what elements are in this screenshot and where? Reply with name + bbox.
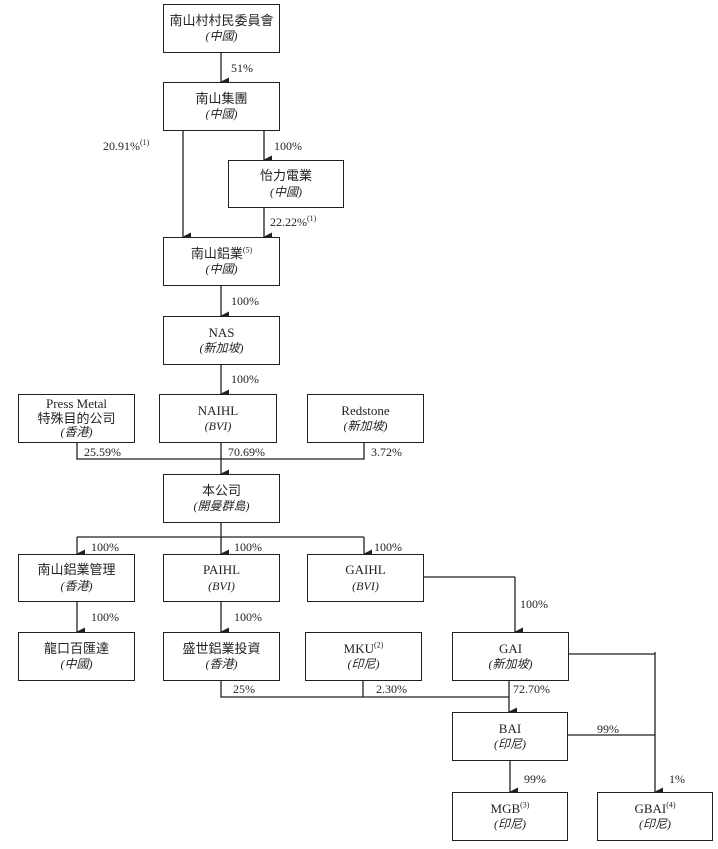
entity-name-wrap: GBAI(4): [634, 801, 675, 817]
pct-gaihl-gai: 100%: [520, 597, 548, 611]
entity-location: (香港): [60, 578, 93, 593]
pct-mku-bai: 2.30%: [376, 682, 407, 696]
entity-location: (BVI): [208, 578, 235, 593]
entity-location: (印尼): [494, 817, 526, 832]
entity-name: NAIHL: [197, 402, 239, 418]
pct-bai-mgb: 99%: [524, 772, 546, 786]
pct-redstone-company: 3.72%: [371, 445, 402, 459]
pct-yili-aluminum-wrap: 22.22%(1): [270, 214, 317, 229]
entity-name-wrap: MGB(3): [491, 801, 530, 817]
entity-longkou: 龍口百匯達 (中國): [18, 632, 135, 681]
pct-aluminum-nas: 100%: [231, 294, 259, 308]
pct-shengshi-bai: 25%: [233, 682, 255, 696]
entity-name: NAS: [208, 324, 235, 340]
entity-name: 南山集團: [195, 90, 248, 106]
entity-name: 南山鋁業: [190, 245, 243, 261]
pct-group-aluminum: 20.91%: [103, 139, 140, 153]
entity-nanshan-aluminum: 南山鋁業(5) (中國): [163, 237, 280, 286]
footnote-marker: (2): [374, 640, 384, 650]
entity-gai: GAI (新加坡): [452, 632, 569, 681]
pct-press-metal-company: 25.59%: [84, 445, 121, 459]
entity-mku: MKU(2) (印尼): [305, 632, 422, 681]
pct-mgmt-longkou: 100%: [91, 610, 119, 624]
entity-name: 怡力電業: [259, 168, 312, 184]
entity-gbai: GBAI(4) (印尼): [597, 792, 713, 841]
entity-village-committee: 南山村村民委員會 (中國): [163, 4, 280, 53]
pct-yili-aluminum: 22.22%: [270, 215, 307, 229]
footnote-marker: (4): [666, 800, 676, 810]
entity-location: (印尼): [639, 817, 671, 832]
entity-location: (新加坡): [488, 657, 533, 672]
footnote-marker: (1): [307, 214, 317, 223]
pct-paihl-shengshi: 100%: [234, 610, 262, 624]
entity-location: (香港): [60, 425, 93, 440]
entity-company: 本公司 (開曼群島): [163, 474, 280, 523]
entity-location: (中國): [60, 657, 93, 672]
entity-name: BAI: [498, 720, 522, 736]
entity-name: 本公司: [201, 482, 241, 498]
entity-name: 龍口百匯達: [43, 640, 109, 656]
pct-committee-group: 51%: [231, 61, 253, 75]
pct-gai-gbai: 1%: [669, 772, 685, 786]
pct-company-paihl: 100%: [234, 540, 262, 554]
entity-name: GBAI: [634, 800, 667, 816]
pct-group-aluminum-wrap: 20.91%(1): [103, 138, 150, 153]
entity-paihl: PAIHL (BVI): [163, 554, 280, 602]
entity-location: (開曼群島): [193, 499, 250, 514]
entity-name-line1: Press Metal: [45, 396, 108, 412]
entity-naihl: NAIHL (BVI): [159, 394, 277, 443]
entity-location: (中國): [270, 184, 302, 199]
entity-name: MGB: [490, 800, 521, 816]
entity-location: (香港): [205, 657, 238, 672]
entity-name: 盛世鋁業投資: [182, 640, 261, 656]
entity-name: Redstone: [341, 402, 390, 418]
footnote-marker: (1): [140, 138, 150, 147]
entity-location: (BVI): [352, 578, 379, 593]
entity-name: GAIHL: [345, 562, 386, 578]
entity-yili-electric: 怡力電業 (中國): [228, 160, 344, 208]
pct-nas-naihl: 100%: [231, 372, 259, 386]
entity-location: (新加坡): [343, 419, 388, 434]
entity-redstone: Redstone (新加坡): [307, 394, 424, 443]
entity-name-line2: 特殊目的公司: [37, 410, 116, 426]
entity-location: (BVI): [204, 419, 232, 434]
entity-name: GAI: [498, 640, 523, 656]
entity-location: (中國): [205, 262, 238, 277]
entity-press-metal: Press Metal 特殊目的公司 (香港): [18, 394, 135, 443]
entity-location: (印尼): [347, 657, 380, 672]
entity-location: (新加坡): [199, 341, 244, 356]
pct-group-yili: 100%: [274, 139, 302, 153]
entity-location: (中國): [205, 107, 238, 122]
entity-name-wrap: 南山鋁業(5): [191, 246, 252, 262]
pct-bai-gbai: 99%: [597, 722, 619, 736]
entity-gaihl: GAIHL (BVI): [307, 554, 424, 602]
pct-company-gaihl: 100%: [374, 540, 402, 554]
entity-bai: BAI (印尼): [452, 712, 568, 761]
pct-naihl-company: 70.69%: [228, 445, 265, 459]
entity-mgb: MGB(3) (印尼): [452, 792, 568, 841]
entity-nanshan-mgmt: 南山鋁業管理 (香港): [18, 554, 135, 602]
entity-name: MKU: [343, 640, 374, 656]
entity-name: PAIHL: [202, 562, 241, 578]
entity-name: 南山鋁業管理: [37, 562, 116, 578]
footnote-marker: (5): [242, 245, 253, 255]
edge-shengshi-bai: [220, 681, 509, 698]
pct-company-mgmt: 100%: [91, 540, 119, 554]
footnote-marker: (3): [520, 800, 530, 810]
entity-shengshi: 盛世鋁業投資 (香港): [163, 632, 280, 681]
entity-nanshan-group: 南山集團 (中國): [163, 82, 280, 131]
pct-gai-bai: 72.70%: [513, 682, 550, 696]
entity-name: 南山村村民委員會: [169, 12, 274, 28]
entity-location: (印尼): [494, 737, 526, 752]
entity-name-wrap: MKU(2): [344, 641, 384, 657]
entity-nas: NAS (新加坡): [163, 316, 280, 365]
entity-location: (中國): [205, 29, 238, 44]
